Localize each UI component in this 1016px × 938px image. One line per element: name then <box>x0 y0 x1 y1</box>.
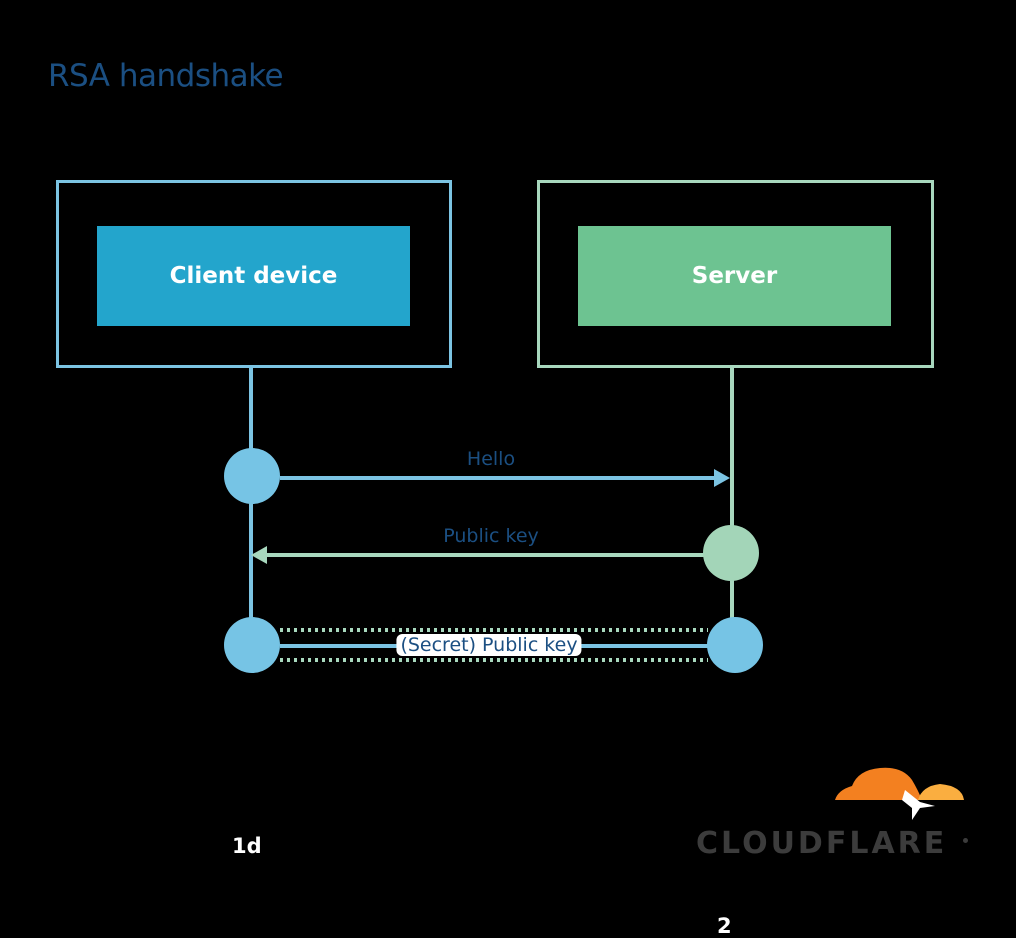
footer-bottom-label: 2 <box>717 914 732 938</box>
server-public-key-dot <box>703 525 759 581</box>
client-hello-dot <box>224 448 280 504</box>
page-title: RSA handshake <box>48 58 284 94</box>
client-device-node: Client device <box>97 226 410 326</box>
server-box <box>537 180 934 368</box>
hello-label: Hello <box>466 448 516 470</box>
server-secret-dot <box>707 617 763 673</box>
client-device-label: Client device <box>169 263 338 289</box>
public-key-arrowhead <box>251 546 267 564</box>
server-label: Server <box>691 263 778 289</box>
public-key-label: Public key <box>443 525 539 547</box>
cloudflare-cloud-icon <box>835 767 964 820</box>
cloudflare-logo-text: CLOUDFLARE <box>696 826 948 861</box>
server-node: Server <box>578 226 891 326</box>
hello-arrowhead <box>714 469 730 487</box>
registered-mark-icon <box>963 838 968 843</box>
client-secret-dot <box>224 617 280 673</box>
footer-left-label: 1d <box>232 834 262 858</box>
secret-public-key-label: (Secret) Public key <box>396 634 582 656</box>
client-box <box>56 180 452 368</box>
